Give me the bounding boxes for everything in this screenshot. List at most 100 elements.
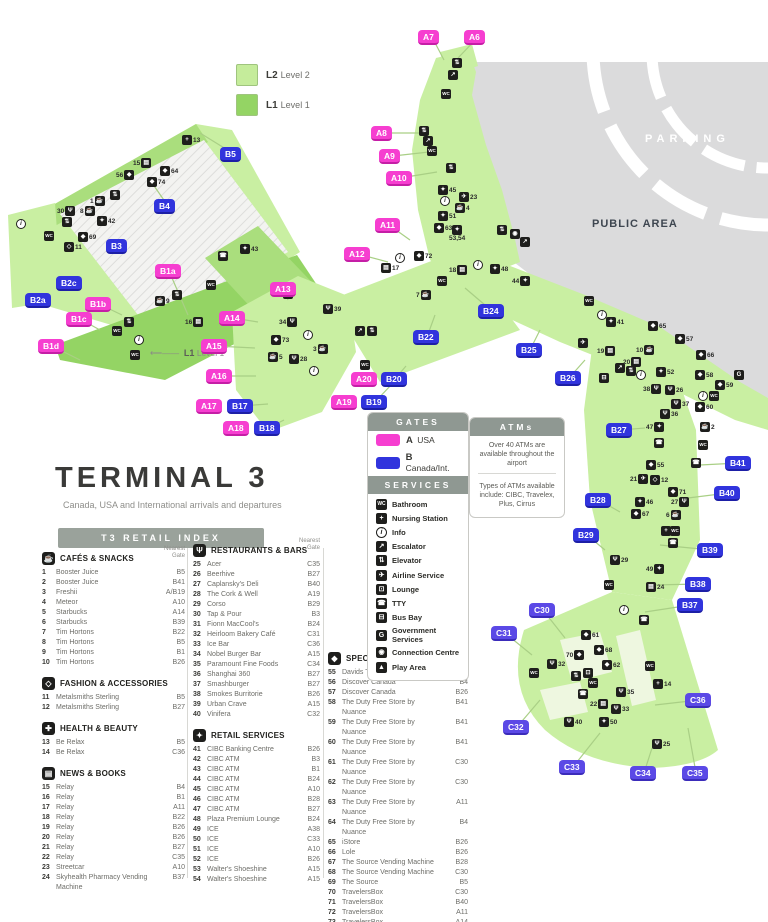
bathroom-icon: WC [529,668,539,678]
bathroom-icon: WC [588,678,598,688]
gate-label-B38: B38 [685,577,711,592]
play-icon: ▲ [376,661,387,673]
elevator-icon: ⇅ [110,190,120,200]
retail-section-specialty-stores: ◆SPECIALTY STORESNearestGate55Davids Tea… [328,646,468,922]
gate-label-B25: B25 [516,343,542,358]
gate-label-A9: A9 [379,149,400,164]
section-title: RETAIL SERVICES [211,731,285,740]
news-icon: ▤ [42,767,55,780]
airline-icon: ✈ [376,569,387,581]
gate-label-B5: B5 [220,147,241,162]
public-area-shape [468,62,768,398]
people-icon-53,54: ✦53,54 [449,225,466,242]
bathroom-icon: WC [206,280,216,290]
escalator-icon: ↗ [376,541,387,553]
people-icon-52: ✦52 [656,367,674,377]
page-title: TERMINAL 3 [55,462,269,494]
gate-color-swatch [376,456,400,469]
info-icon: i [16,219,26,229]
gate-label-B19: B19 [361,395,387,410]
airline-icon-21: 21✈ [630,474,649,484]
gate-label-B3: B3 [106,239,127,254]
people-icon-50: ✦50 [599,717,617,727]
info-icon: i [597,310,607,320]
elevator-icon: ⇅ [452,58,462,68]
gate-label-A12: A12 [344,247,370,262]
tag-icon-60: ◆60 [695,402,713,412]
coffee-icon-1: 1☕ [90,196,105,206]
info-icon: i [440,196,450,206]
people-icon-45: ✦45 [438,185,456,195]
people-icon-43: ✦43 [240,244,258,254]
tag-icon-58: ◆58 [695,370,713,380]
tag-icon-57: ◆57 [675,334,693,344]
gate-label-B24: B24 [478,304,504,319]
parking-label: PARKING [645,133,730,145]
tag-icon-68: ◆68 [594,645,612,655]
people-icon-47: 47✦ [646,422,665,432]
left-concourse-west-tip [8,203,62,308]
gate-label-B27: B27 [606,423,632,438]
fashion-icon-11: ◇11 [64,242,82,252]
gate-label-A8: A8 [371,126,392,141]
parking-road-arc-outer [586,54,768,232]
service-row-nursing-station: +Nursing Station [368,511,468,525]
escalator-icon: ↗ [355,326,365,336]
gate-label-B41: B41 [725,456,751,471]
atms-types-text: Types of ATMs available include: CIBC, T… [479,483,555,508]
coffee-icon-9: ☕9 [155,296,170,306]
service-row-escalator: ↗Escalator [368,540,468,554]
tag-icon-72: ◆72 [414,251,432,261]
services-header: SERVICES [368,476,468,494]
news-icon-15: 15▤ [133,158,152,168]
gate-label-A10: A10 [386,171,412,186]
gate-label-B1d: B1d [38,339,65,354]
info-icon: i [619,605,629,615]
airline-icon: ✈ [578,338,588,348]
fashion-icon: ◇ [42,677,55,690]
airline-icon-23: ✈23 [459,192,477,202]
section-title: RESTAURANTS & BARS [211,546,308,555]
gate-label-B2a: B2a [25,293,51,308]
coffee-icon-10: 10☕ [636,345,655,355]
l2-swatch [236,64,258,86]
gate-label-B1c: B1c [66,312,92,327]
bathroom-icon: WC [376,498,387,510]
